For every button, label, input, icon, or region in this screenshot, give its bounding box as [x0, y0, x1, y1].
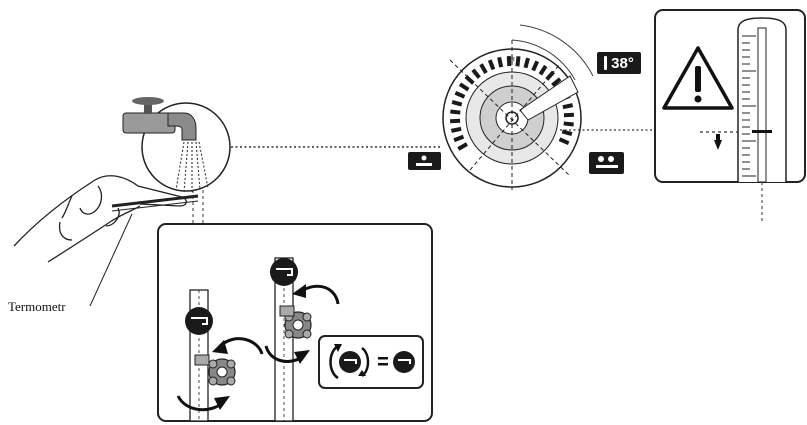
mode-right-icon [589, 152, 624, 174]
temperature-readout: 38° [611, 54, 634, 72]
thermometer-label: Termometr [8, 299, 66, 314]
temperature-readout-badge: 38° [597, 52, 641, 74]
valve-instruction-panel [157, 223, 433, 422]
dial-tick [449, 118, 461, 124]
dial-tick [479, 63, 488, 74]
dial-tick [457, 142, 468, 151]
valve-rotation-icon [318, 335, 424, 389]
left-pipe [176, 289, 264, 422]
dial-tick [538, 64, 548, 76]
dial-tick [451, 100, 463, 107]
right-valve-knob [284, 311, 312, 339]
dial-tick [497, 56, 504, 68]
dial-tick [487, 59, 496, 71]
warning-triangle-icon [662, 46, 734, 110]
faucet-icon [122, 97, 231, 193]
dial-tick [563, 121, 574, 127]
label-pointer-line [89, 213, 133, 307]
dial-tick [450, 109, 461, 115]
dial-tick [454, 90, 466, 99]
dial-tick [561, 129, 573, 136]
thermometer-scale [737, 17, 787, 183]
dial-tick [453, 134, 465, 143]
mode-left-icon [408, 152, 441, 170]
warning-panel [654, 9, 806, 183]
svg-text:❄: ❄ [509, 55, 516, 64]
dial-tick [531, 60, 540, 72]
dial-tick [563, 112, 575, 118]
right-pipe [264, 257, 340, 422]
dial-tick [551, 77, 562, 87]
thermometer-bar-icon [604, 56, 608, 70]
dial-tick [523, 57, 530, 69]
dial-tick [471, 68, 481, 79]
dial-tick [458, 82, 470, 92]
dial-tick [515, 56, 521, 67]
dial-tick [562, 103, 574, 110]
hand-holding-thermometer-icon [13, 175, 199, 263]
temperature-dial-icon: ❄ [442, 24, 594, 190]
dial-tick [558, 137, 570, 146]
dial-tick [464, 75, 475, 85]
dial-tick [450, 126, 462, 133]
left-valve-knob [208, 358, 236, 386]
dial-tick [506, 55, 512, 67]
